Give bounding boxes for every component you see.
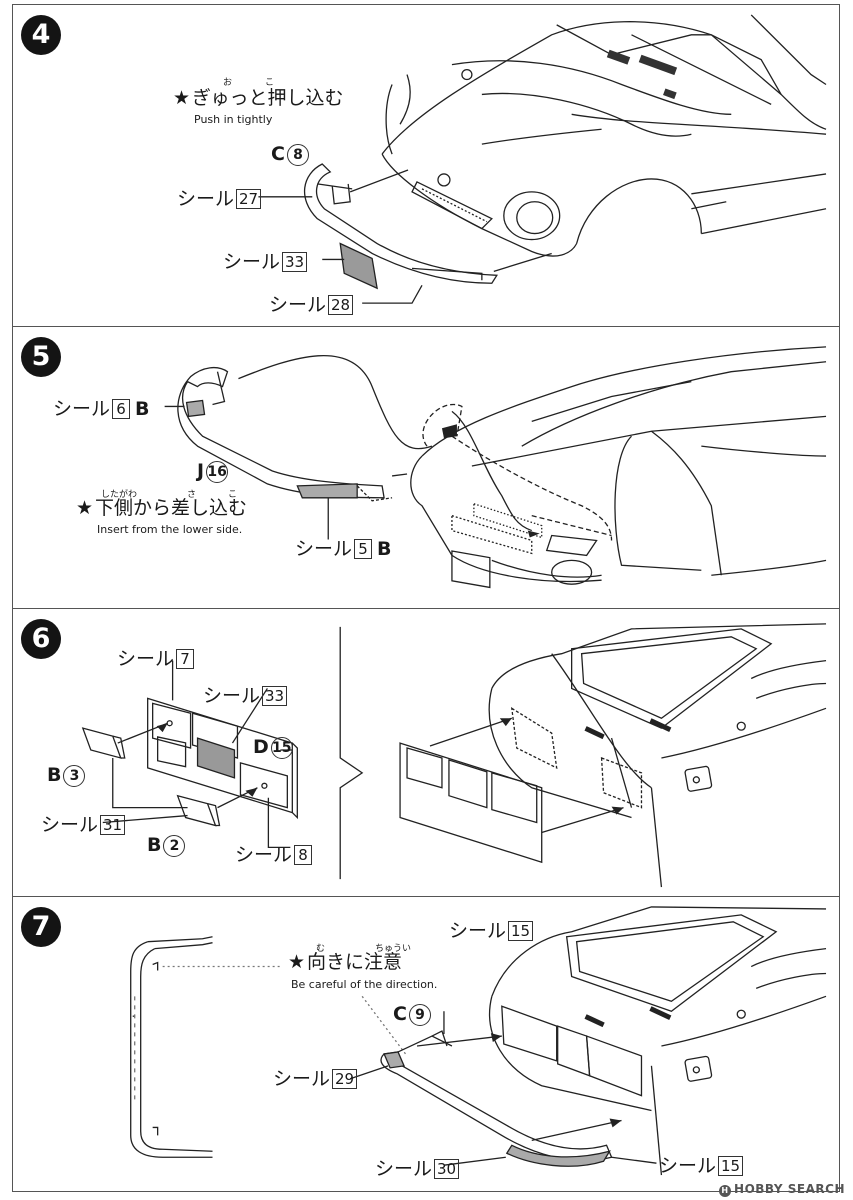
step-number-badge: 4 (21, 15, 61, 55)
seal-word: シール (269, 294, 327, 316)
instruction-note: ★向きに注意 (288, 953, 402, 972)
seal-word: シール (41, 814, 99, 836)
instruction-text-en: Be careful of the direction. (291, 978, 438, 991)
seal-word: シール (223, 251, 281, 273)
star-icon: ★ (76, 497, 94, 519)
part-number-circle: 16 (206, 461, 229, 483)
part-number-circle: 15 (270, 737, 293, 759)
seal-word: シール (177, 188, 235, 210)
seal-number-box: 29 (332, 1069, 358, 1089)
seal-number-box: 27 (236, 189, 262, 209)
instruction-text-jp: 向きに注意 (307, 951, 403, 973)
part-number-circle: 8 (286, 144, 309, 166)
instruction-text-en: Push in tightly (194, 113, 273, 126)
furigana: こ (228, 490, 238, 500)
star-icon: ★ (173, 87, 191, 109)
part-letter: B (147, 834, 162, 856)
seal-word: シール (659, 1155, 717, 1177)
seal-number-box: 5 (354, 539, 373, 559)
seal-word: シール (53, 398, 111, 420)
seal-word: シール (235, 844, 293, 866)
seal-suffix: B (135, 398, 150, 420)
part-number-circle: 9 (408, 1004, 431, 1026)
step-6-illustration (13, 609, 839, 897)
seal-number-box: 31 (100, 815, 126, 835)
seal-word: シール (449, 920, 507, 942)
step-number-badge: 6 (21, 619, 61, 659)
seal-number-box: 30 (434, 1159, 460, 1179)
step-number-badge: 5 (21, 337, 61, 377)
seal-word: シール (203, 685, 261, 707)
seal-number-box: 33 (282, 252, 308, 272)
part-letter: J (197, 460, 205, 482)
instruction-note: ★下側から差し込む (76, 499, 247, 518)
seal-suffix: B (377, 538, 392, 560)
part-letter: B (47, 764, 62, 786)
seal-number-box: 6 (112, 399, 131, 419)
part-letter: C (271, 143, 285, 165)
star-icon: ★ (288, 951, 306, 973)
seal-word: シール (117, 648, 175, 670)
instruction-note: ★ぎゅっと押し込む (173, 89, 343, 108)
part-number-circle: 2 (163, 835, 186, 857)
watermark-text: HOBBY SEARCH (734, 1182, 845, 1196)
furigana: お (223, 78, 233, 88)
step-4-illustration (13, 5, 839, 327)
seal-number-box: 8 (294, 845, 313, 865)
furigana: こ (265, 78, 275, 88)
step-7-illustration (13, 897, 839, 1191)
seal-number-box: 33 (262, 686, 288, 706)
seal-word: シール (273, 1068, 331, 1090)
instruction-text-jp: ぎゅっと押し込む (192, 87, 344, 109)
part-number-circle: 3 (63, 765, 86, 787)
seal-word: シール (375, 1158, 433, 1180)
furigana: む (316, 944, 326, 954)
seal-number-box: 28 (328, 295, 354, 315)
seal-number-box: 15 (718, 1156, 744, 1176)
instruction-text-jp: 下側から差し込む (95, 497, 248, 519)
furigana: したがわ (101, 490, 138, 500)
seal-word: シール (295, 538, 353, 560)
seal-number-box: 15 (508, 921, 534, 941)
step-5-illustration (13, 327, 839, 609)
part-letter: D (253, 736, 269, 758)
seal-number-box: 7 (176, 649, 195, 669)
hobby-search-logo-icon: H (719, 1185, 732, 1197)
step-number-badge: 7 (21, 907, 61, 947)
furigana: さ (187, 490, 197, 500)
part-letter: C (393, 1003, 407, 1025)
instruction-text-en: Insert from the lower side. (97, 523, 243, 536)
furigana: ちゅうい (375, 944, 412, 954)
